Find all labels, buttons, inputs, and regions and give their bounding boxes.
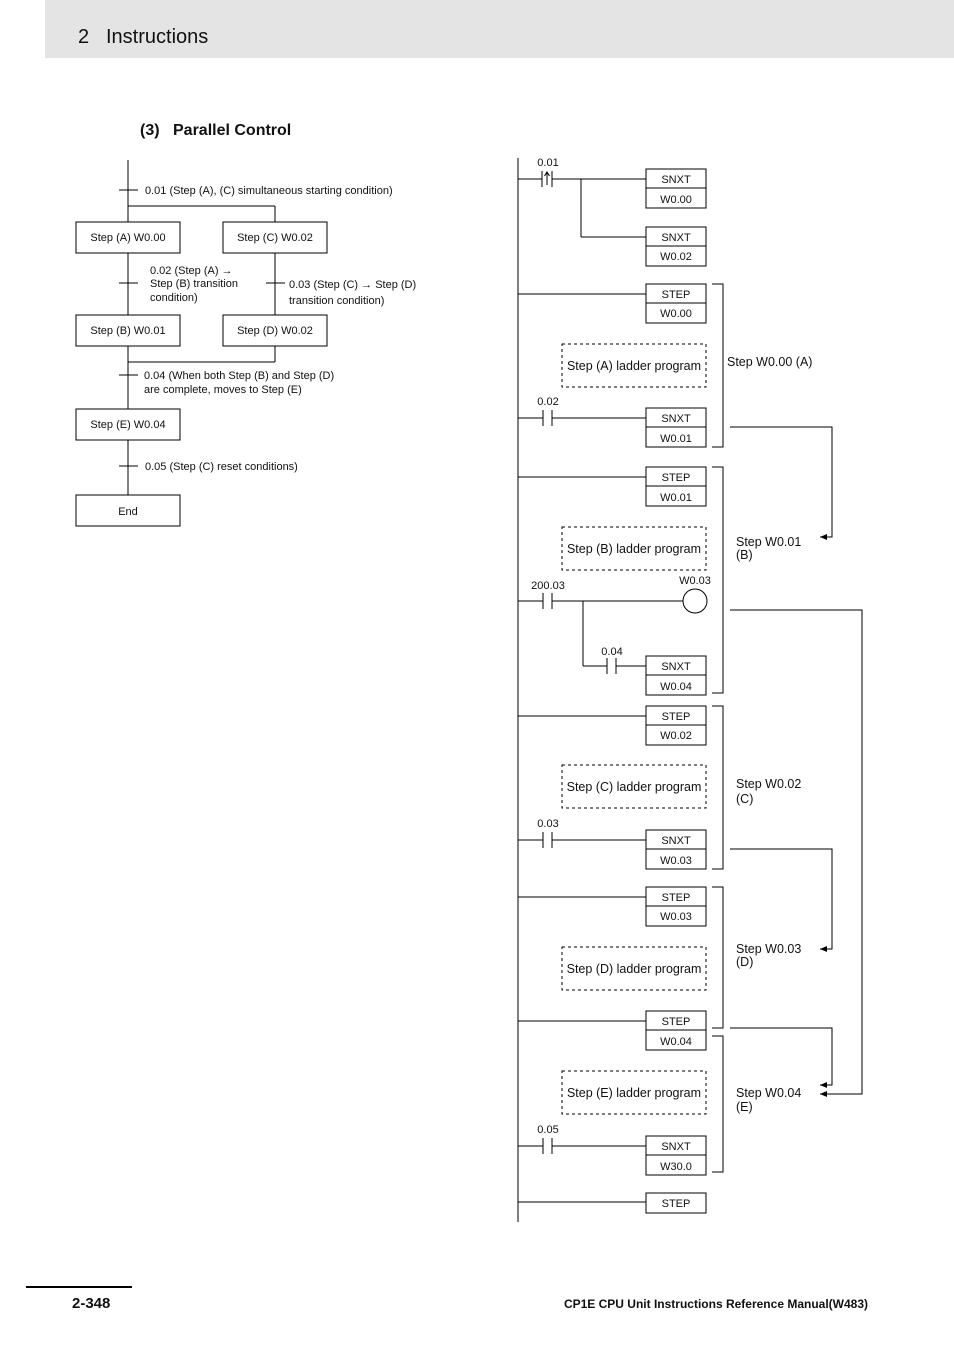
sfc-step-e: Step (E) W0.04 bbox=[90, 419, 165, 431]
sfc-cond-c-d-line2: transition condition) bbox=[289, 295, 384, 307]
instr-step: STEP bbox=[662, 711, 691, 723]
coil-label-w0-03: W0.03 bbox=[679, 575, 711, 587]
ladder-program-c: Step (C) ladder program bbox=[567, 780, 702, 794]
ladder-program-a: Step (A) ladder program bbox=[567, 359, 701, 373]
contact-label-200-03: 200.03 bbox=[531, 580, 565, 592]
operand-w0-03: W0.03 bbox=[660, 911, 692, 923]
footer-rule bbox=[26, 1286, 132, 1288]
contact-label-0-04: 0.04 bbox=[601, 646, 622, 658]
sfc-cond-c-d-line1: 0.03 (Step (C) → Step (D) bbox=[289, 279, 416, 291]
contact-label-0-03: 0.03 bbox=[537, 818, 558, 830]
chapter-number: 2 bbox=[78, 26, 90, 48]
sfc-join-condition-line1: 0.04 (When both Step (B) and Step (D) bbox=[144, 370, 334, 382]
ladder-program-e: Step (E) ladder program bbox=[567, 1086, 701, 1100]
instr-step: STEP bbox=[662, 1198, 691, 1210]
arrow-c-to-d bbox=[730, 848, 833, 952]
bracket-label-d-line1: Step W0.03 bbox=[736, 942, 801, 956]
instr-step: STEP bbox=[662, 472, 691, 484]
bracket-label-c-line2: (C) bbox=[736, 792, 753, 806]
operand-w0-02: W0.02 bbox=[660, 251, 692, 263]
sfc-start-condition: 0.01 (Step (A), (C) simultaneous startin… bbox=[145, 185, 393, 197]
section-title: Parallel Control bbox=[173, 122, 292, 139]
operand-w0-01: W0.01 bbox=[660, 433, 692, 445]
instr-snxt: SNXT bbox=[661, 835, 691, 847]
ladder-program-b: Step (B) ladder program bbox=[567, 542, 701, 556]
sfc-cond-a-b-line2: Step (B) transition bbox=[150, 278, 238, 290]
bracket-label-d-line2: (D) bbox=[736, 955, 753, 969]
arrow-a-to-b bbox=[730, 426, 833, 540]
contact-label-0-05: 0.05 bbox=[537, 1124, 558, 1136]
instr-snxt: SNXT bbox=[661, 1141, 691, 1153]
contact-label-0-01: 0.01 bbox=[537, 157, 558, 169]
chapter-header-bar bbox=[45, 0, 954, 58]
operand-w0-04: W0.04 bbox=[660, 1036, 692, 1048]
page-number: 2-348 bbox=[72, 1295, 111, 1312]
arrow-d-to-e bbox=[730, 1027, 833, 1088]
bracket-label-e-line1: Step W0.04 bbox=[736, 1086, 801, 1100]
ladder-diagram bbox=[517, 158, 863, 1222]
sfc-step-b: Step (B) W0.01 bbox=[90, 325, 165, 337]
bracket-label-a: Step W0.00 (A) bbox=[727, 355, 812, 369]
bracket-label-c-line1: Step W0.02 bbox=[736, 777, 801, 791]
sfc-end: End bbox=[118, 506, 138, 518]
operand-w30-0: W30.0 bbox=[660, 1161, 692, 1173]
instr-snxt: SNXT bbox=[661, 413, 691, 425]
sfc-reset-condition: 0.05 (Step (C) reset conditions) bbox=[145, 461, 298, 473]
sfc-step-d: Step (D) W0.02 bbox=[237, 325, 313, 337]
operand-w0-00: W0.00 bbox=[660, 194, 692, 206]
contact-label-0-02: 0.02 bbox=[537, 396, 558, 408]
sfc-cond-a-b-line3: condition) bbox=[150, 292, 198, 304]
bracket-label-e-line2: (E) bbox=[736, 1100, 753, 1114]
bracket-label-b-line1: Step W0.01 bbox=[736, 535, 801, 549]
sfc-cond-a-b-line1: 0.02 (Step (A) → bbox=[150, 265, 233, 277]
arrow-b-to-e bbox=[730, 609, 863, 1097]
bracket-label-b-line2: (B) bbox=[736, 548, 753, 562]
instr-snxt: SNXT bbox=[661, 174, 691, 186]
operand-w0-04: W0.04 bbox=[660, 681, 692, 693]
manual-title: CP1E CPU Unit Instructions Reference Man… bbox=[563, 1297, 868, 1311]
instr-step: STEP bbox=[662, 892, 691, 904]
sfc-flowchart bbox=[75, 160, 328, 527]
sfc-step-c: Step (C) W0.02 bbox=[237, 232, 313, 244]
section-number: (3) bbox=[140, 122, 160, 139]
operand-w0-03: W0.03 bbox=[660, 855, 692, 867]
instr-snxt: SNXT bbox=[661, 232, 691, 244]
instr-step: STEP bbox=[662, 289, 691, 301]
operand-w0-00: W0.00 bbox=[660, 308, 692, 320]
chapter-title: Instructions bbox=[106, 26, 209, 48]
sfc-join-condition-line2: are complete, moves to Step (E) bbox=[144, 384, 302, 396]
ladder-program-d: Step (D) ladder program bbox=[567, 962, 702, 976]
operand-w0-01: W0.01 bbox=[660, 492, 692, 504]
instr-step: STEP bbox=[662, 1016, 691, 1028]
sfc-step-a: Step (A) W0.00 bbox=[90, 232, 165, 244]
instr-snxt: SNXT bbox=[661, 661, 691, 673]
operand-w0-02: W0.02 bbox=[660, 730, 692, 742]
